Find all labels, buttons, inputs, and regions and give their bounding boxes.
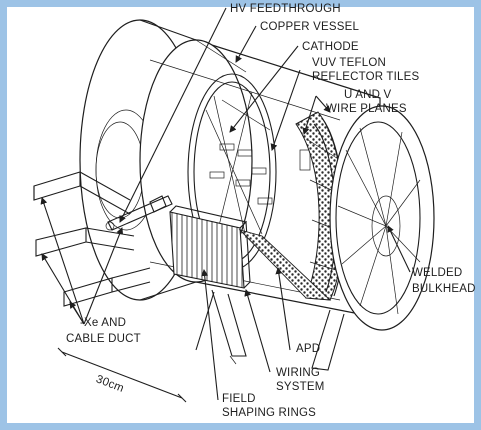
label-wire-planes: WIRE PLANES xyxy=(326,103,407,115)
label-reflector-tiles: REFLECTOR TILES xyxy=(312,71,420,83)
scale-bar: 30cm xyxy=(57,347,187,403)
label-u-and-v: U AND V xyxy=(344,89,392,101)
support-stands xyxy=(195,289,345,371)
label-system: SYSTEM xyxy=(276,381,325,393)
label-wiring: WIRING xyxy=(276,367,320,379)
scale-label: 30cm xyxy=(94,373,125,395)
label-bulkhead: BULKHEAD xyxy=(412,283,476,295)
label-shaping-rings: SHAPING RINGS xyxy=(222,407,316,419)
label-hv-feedthrough: HV FEEDTHROUGH xyxy=(230,3,341,15)
label-cathode: CATHODE xyxy=(302,41,359,53)
label-field: FIELD xyxy=(222,393,256,405)
label-welded: WELDED xyxy=(412,267,462,279)
label-apd: APD xyxy=(296,343,320,355)
field-shaping-rings xyxy=(169,205,251,289)
hv-feedthrough xyxy=(105,195,173,231)
welded-bulkhead xyxy=(329,105,435,331)
label-cable-duct: CABLE DUCT xyxy=(66,333,141,345)
leader-lines xyxy=(40,7,411,401)
label-vuv-teflon: VUV TEFLON xyxy=(312,57,386,69)
label-copper-vessel: COPPER VESSEL xyxy=(260,21,360,33)
label-xe-and: -Xe AND xyxy=(80,317,126,329)
xe-cable-ducts xyxy=(33,171,151,307)
